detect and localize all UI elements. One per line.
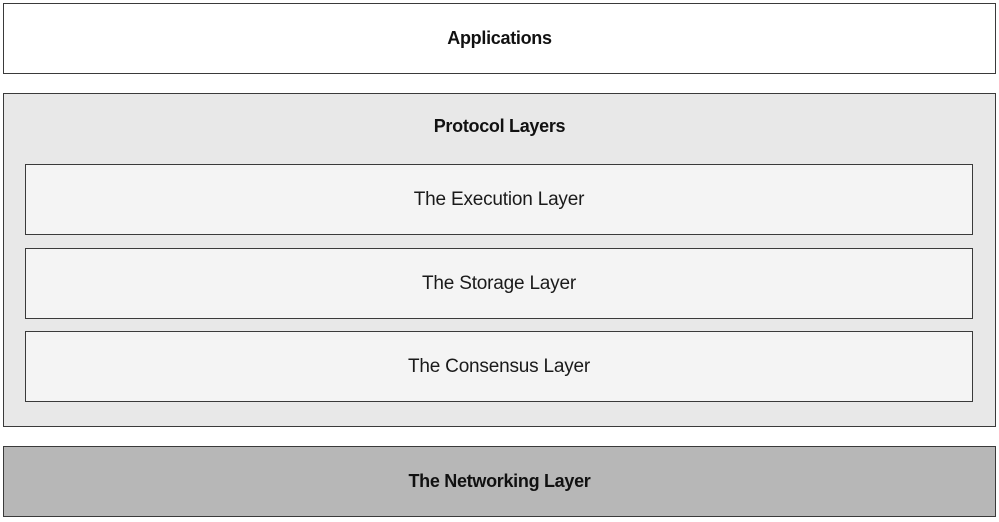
- storage-layer-label: The Storage Layer: [422, 272, 576, 294]
- applications-label: Applications: [447, 28, 552, 48]
- consensus-layer-label: The Consensus Layer: [407, 355, 591, 377]
- applications-layer: Applications: [3, 3, 996, 74]
- execution-layer-label: The Execution Layer: [413, 188, 585, 210]
- protocol-layers-title: Protocol Layers: [433, 116, 566, 136]
- networking-layer: The Networking Layer: [3, 446, 996, 517]
- storage-layer: The Storage Layer: [25, 248, 973, 319]
- execution-layer: The Execution Layer: [25, 164, 973, 235]
- consensus-layer: The Consensus Layer: [25, 331, 973, 402]
- networking-layer-label: The Networking Layer: [408, 471, 591, 491]
